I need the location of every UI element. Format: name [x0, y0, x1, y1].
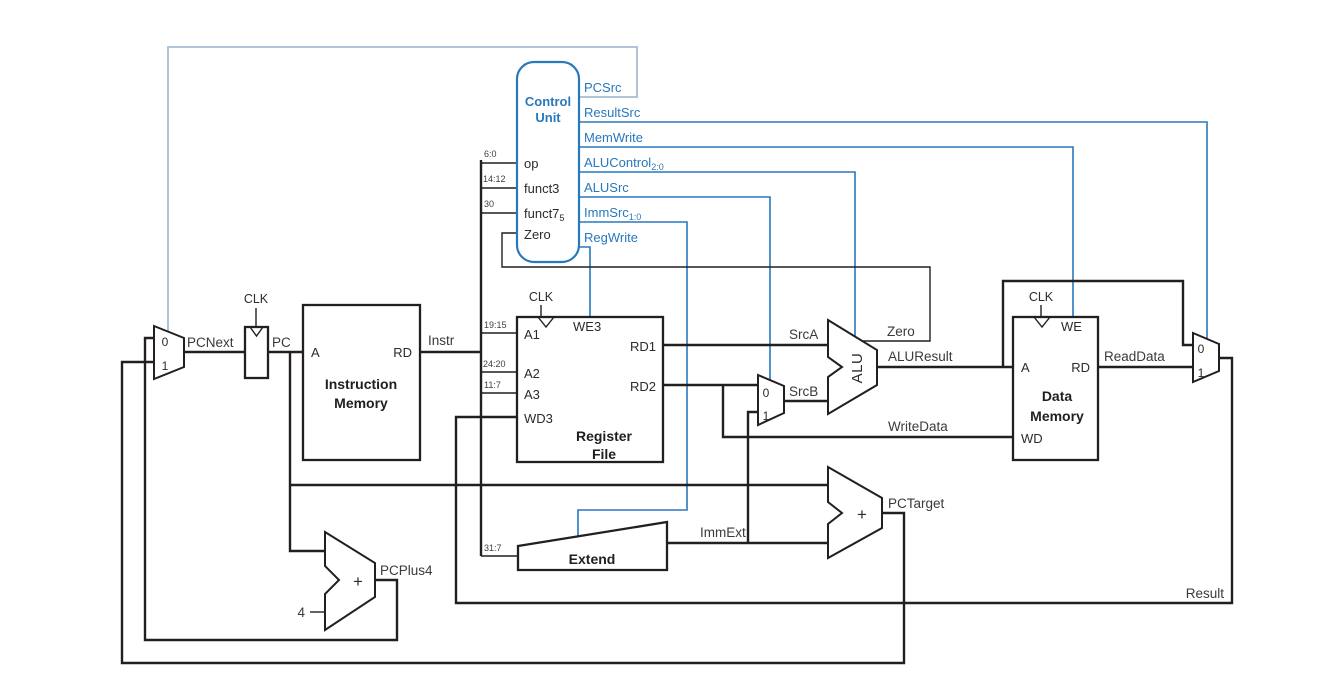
dm-port-we: WE — [1061, 319, 1082, 334]
wire-zero-feedback — [501, 232, 931, 342]
signal-srca: SrcA — [789, 327, 818, 342]
cu-input-zero: Zero — [524, 227, 551, 242]
clk-label-pc: CLK — [244, 292, 269, 306]
signal-result: Result — [1186, 586, 1225, 601]
wire-alusrc — [579, 196, 771, 380]
const4-label: 4 — [297, 605, 305, 620]
label-regwrite: RegWrite — [584, 230, 638, 245]
wire-alucontrol — [579, 171, 856, 337]
alu-block — [827, 318, 878, 416]
signal-pc: PC — [272, 335, 291, 350]
bits-extend: 31:7 — [484, 543, 502, 553]
signal-zero: Zero — [887, 324, 915, 339]
wire-pc-branch — [288, 352, 325, 553]
wire-pctarget-loop — [120, 360, 906, 665]
bits-funct7: 30 — [484, 199, 494, 209]
cu-input-op: op — [524, 156, 538, 171]
control-unit-title-1: Control — [525, 94, 571, 109]
srcb-mux — [757, 373, 785, 427]
rf-port-rd1: RD1 — [630, 339, 656, 354]
bits-a2: 24:20 — [483, 359, 506, 369]
rf-port-rd2: RD2 — [630, 379, 656, 394]
pcplus4-adder — [324, 530, 376, 632]
wire-memwrite — [579, 146, 1074, 317]
wire-writedata — [721, 385, 1013, 439]
instruction-memory-block — [301, 303, 422, 462]
data-memory-block — [1011, 315, 1100, 462]
rf-port-a1: A1 — [524, 327, 540, 342]
alu-title: ALU — [849, 353, 866, 384]
wire-resultsrc — [579, 121, 1208, 339]
wire-regwrite — [579, 246, 591, 317]
wire-result — [454, 356, 1234, 605]
extend-title: Extend — [569, 551, 616, 567]
wire-pcsrc — [167, 46, 638, 332]
result-mux-1: 1 — [1198, 366, 1205, 380]
signal-immext: ImmExt — [700, 525, 746, 540]
label-pcsrc: PCSrc — [584, 80, 622, 95]
result-mux — [1192, 331, 1220, 384]
rf-port-wd3: WD3 — [524, 411, 553, 426]
bits-a3: 11:7 — [484, 380, 501, 390]
cu-input-funct3: funct3 — [524, 181, 559, 196]
pc-mux-0: 0 — [162, 335, 169, 349]
clk-label-regfile: CLK — [529, 290, 554, 304]
signal-pcnext: PCNext — [187, 335, 234, 350]
im-port-a: A — [311, 345, 320, 360]
rf-title-2: File — [592, 446, 616, 462]
rf-port-a2: A2 — [524, 366, 540, 381]
clock-wedge-pc — [249, 326, 264, 338]
control-unit-block — [515, 60, 581, 264]
im-title-2: Memory — [334, 395, 388, 411]
label-alucontrol: ALUControl2:0 — [584, 155, 664, 172]
signal-pcplus4: PCPlus4 — [380, 563, 433, 578]
pc-register — [243, 325, 270, 380]
bits-funct3: 14:12 — [483, 174, 506, 184]
register-file-block — [515, 315, 665, 464]
label-alusrc: ALUSrc — [584, 180, 629, 195]
wire-aluresult-branch — [1001, 279, 1193, 367]
cu-input-funct7: funct75 — [524, 206, 564, 223]
bits-a1: 19:15 — [484, 320, 507, 330]
signal-pctarget: PCTarget — [888, 496, 945, 511]
pctarget-plus-sign: + — [857, 505, 867, 524]
srcb-mux-0: 0 — [763, 386, 770, 400]
im-port-rd: RD — [393, 345, 412, 360]
signal-aluresult: ALUResult — [888, 349, 953, 364]
wire-immsrc — [577, 221, 688, 536]
dm-title-2: Memory — [1030, 408, 1084, 424]
dm-title-1: Data — [1042, 388, 1073, 404]
dm-port-a: A — [1021, 360, 1030, 375]
result-mux-0: 0 — [1198, 342, 1205, 356]
signal-srcb: SrcB — [789, 384, 818, 399]
label-immsrc: ImmSrc1:0 — [584, 205, 641, 222]
clock-wedge-regfile — [537, 316, 555, 329]
label-memwrite: MemWrite — [584, 130, 643, 145]
signal-writedata: WriteData — [888, 419, 948, 434]
clk-label-datamem: CLK — [1029, 290, 1054, 304]
rf-port-we3: WE3 — [573, 319, 601, 334]
pc-mux — [153, 324, 185, 381]
rf-port-a3: A3 — [524, 387, 540, 402]
extend-block — [516, 520, 669, 572]
rf-title-1: Register — [576, 428, 633, 444]
signal-readdata: ReadData — [1104, 349, 1165, 364]
clock-wedge-datamem — [1033, 316, 1051, 329]
dm-port-wd: WD — [1021, 431, 1043, 446]
im-title-1: Instruction — [325, 376, 397, 392]
wire-pcplus4-loop — [143, 336, 399, 642]
wire-immext-branch — [746, 410, 758, 543]
dm-port-rd: RD — [1071, 360, 1090, 375]
pctarget-adder — [827, 465, 883, 560]
srcb-mux-1: 1 — [763, 409, 770, 423]
pc-mux-1: 1 — [162, 359, 169, 373]
bits-op: 6:0 — [484, 149, 497, 159]
signal-instr: Instr — [428, 333, 455, 348]
control-unit-title-2: Unit — [535, 110, 561, 125]
label-resultsrc: ResultSrc — [584, 105, 641, 120]
pcplus4-plus-sign: + — [353, 572, 363, 591]
